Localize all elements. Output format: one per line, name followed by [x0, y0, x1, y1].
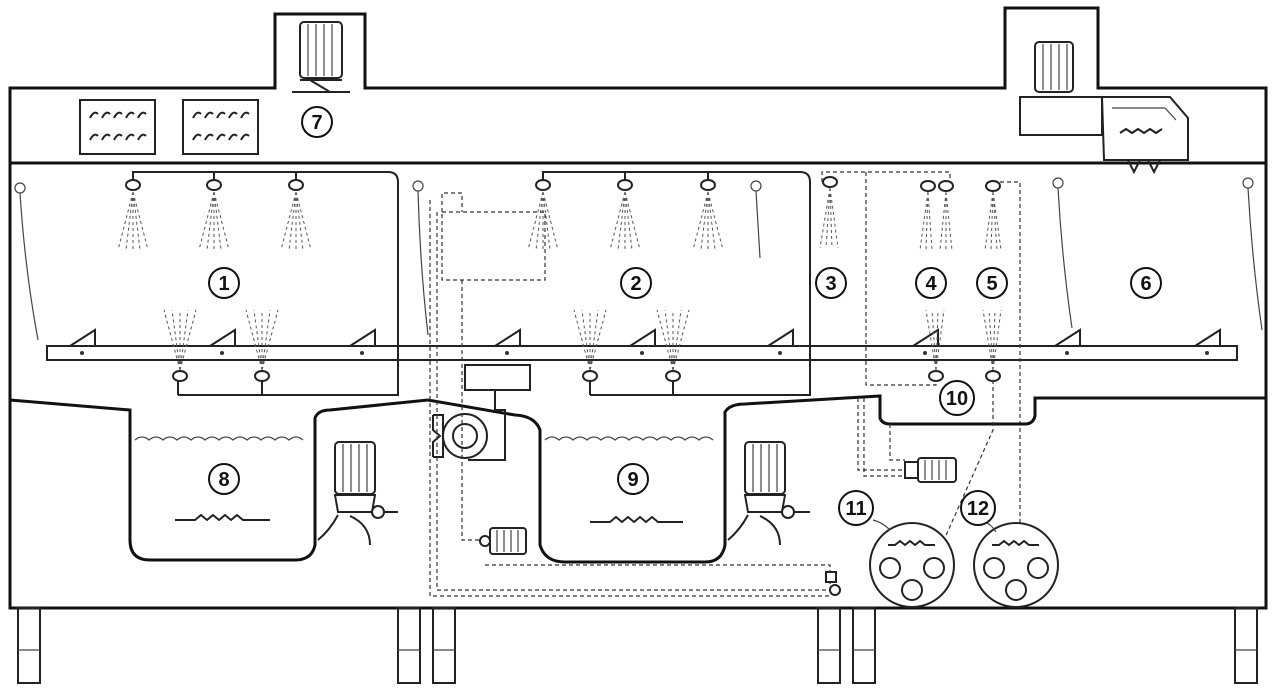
callout-label: 6 — [1140, 273, 1151, 295]
filter-panel-left — [79, 99, 156, 155]
callout-8: 8 — [208, 463, 240, 495]
callout-label: 1 — [218, 273, 229, 295]
callout-label: 12 — [967, 498, 989, 520]
callout-12: 12 — [960, 490, 996, 526]
lower-spray-manifold-1 — [163, 309, 279, 395]
conveyor-belt — [46, 328, 1238, 361]
callout-label: 5 — [986, 273, 997, 295]
dashed-piping — [429, 192, 994, 597]
callout-label: 10 — [946, 388, 968, 410]
callout-1: 1 — [208, 267, 240, 299]
callout-label: 3 — [825, 273, 836, 295]
machine-legs — [17, 607, 1258, 684]
callout-label: 11 — [845, 498, 866, 520]
machine-housing — [8, 6, 1268, 610]
callout-6: 6 — [1130, 267, 1162, 299]
callout-label: 2 — [630, 273, 641, 295]
filter-panel-right — [182, 99, 259, 155]
lower-spray-manifold-2 — [573, 309, 690, 395]
curtains — [14, 177, 1263, 341]
callout-4: 4 — [915, 267, 947, 299]
callout-3: 3 — [815, 267, 847, 299]
callout-5: 5 — [976, 267, 1008, 299]
boiler-11 — [869, 522, 955, 608]
rinse-sprays — [819, 171, 1021, 590]
callout-label: 8 — [218, 469, 229, 491]
rinse-pump-motor — [904, 457, 957, 483]
callout-label: 4 — [925, 273, 937, 295]
boiler-12 — [973, 522, 1059, 608]
callout-9: 9 — [617, 463, 649, 495]
exhaust-fan-motor — [292, 21, 350, 93]
callout-11: 11 — [838, 490, 874, 526]
dryer-blower-unit — [1019, 41, 1189, 175]
pump-tank-2 — [727, 441, 810, 546]
tank-floor — [9, 394, 1266, 564]
callout-label: 9 — [627, 469, 638, 491]
heater-element-small — [479, 527, 527, 555]
water-surfaces — [134, 436, 714, 524]
upper-spray-manifold-2 — [527, 171, 811, 396]
callout-label: 7 — [311, 112, 322, 134]
callout-10: 10 — [939, 380, 975, 416]
callout-2: 2 — [620, 267, 652, 299]
pump-tank-1 — [317, 441, 398, 546]
upper-spray-manifold-1 — [117, 171, 399, 396]
callout-7: 7 — [301, 106, 333, 138]
central-blower-unit — [432, 364, 531, 461]
